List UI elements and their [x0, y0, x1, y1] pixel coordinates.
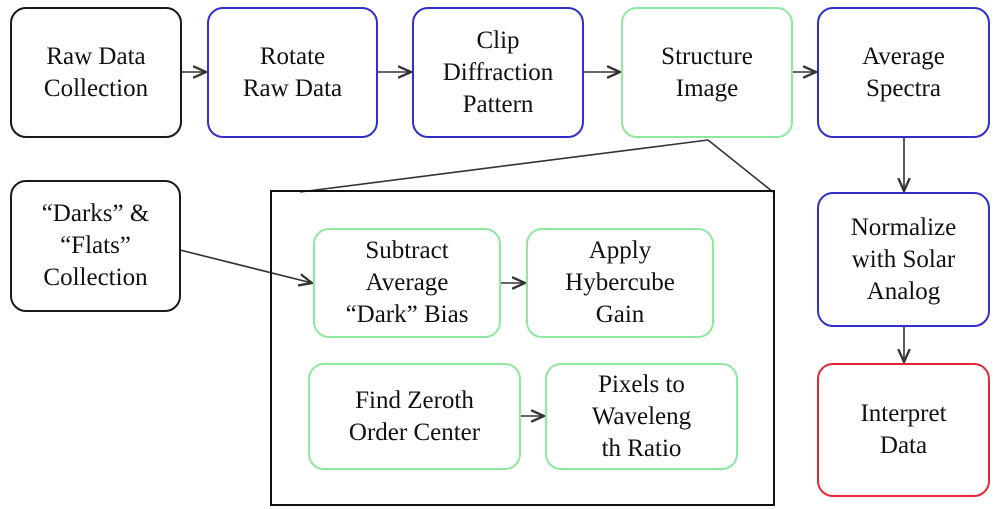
- rotate-raw-data-node: Rotate Raw Data: [207, 7, 378, 138]
- apply-hybercube-gain-label: Apply Hybercube Gain: [565, 237, 675, 328]
- zoom-line-right: [707, 139, 774, 193]
- normalize-with-solar-analog-label: Normalize with Solar Analog: [850, 213, 957, 305]
- apply-hybercube-gain-node: Apply Hybercube Gain: [526, 228, 714, 338]
- darks-flats-collection-node: “Darks” & “Flats” Collection: [10, 180, 181, 312]
- structure-image-detail-frame: [270, 190, 775, 506]
- subtract-average-dark-bias-label: Subtract Average “Dark” Bias: [345, 237, 469, 328]
- raw-data-collection-node: Raw Data Collection: [10, 7, 182, 138]
- average-spectra-label: Average Spectra: [862, 42, 945, 102]
- structure-image-label: Structure Image: [661, 42, 753, 102]
- find-zeroth-order-center-node: Find Zeroth Order Center: [308, 363, 521, 470]
- structure-image-node: Structure Image: [621, 7, 793, 138]
- arrow-darks-to-subtract: [179, 249, 312, 283]
- rotate-raw-data-label: Rotate Raw Data: [242, 42, 343, 102]
- zoom-line-left: [299, 139, 709, 193]
- interpret-data-node: Interpret Data: [817, 363, 990, 497]
- pixels-to-wavelength-ratio-node: Pixels to Waveleng th Ratio: [545, 363, 738, 470]
- normalize-with-solar-analog-node: Normalize with Solar Analog: [817, 192, 990, 327]
- interpret-data-label: Interpret Data: [860, 400, 947, 459]
- find-zeroth-order-center-label: Find Zeroth Order Center: [348, 386, 481, 446]
- average-spectra-node: Average Spectra: [817, 7, 990, 138]
- subtract-average-dark-bias-node: Subtract Average “Dark” Bias: [313, 228, 501, 338]
- pixels-to-wavelength-ratio-label: Pixels to Waveleng th Ratio: [591, 370, 692, 462]
- darks-flats-collection-label: “Darks” & “Flats” Collection: [41, 200, 150, 291]
- clip-diffraction-pattern-label: Clip Diffraction Pattern: [442, 26, 554, 118]
- raw-data-collection-label: Raw Data Collection: [43, 42, 149, 102]
- clip-diffraction-pattern-node: Clip Diffraction Pattern: [412, 7, 584, 138]
